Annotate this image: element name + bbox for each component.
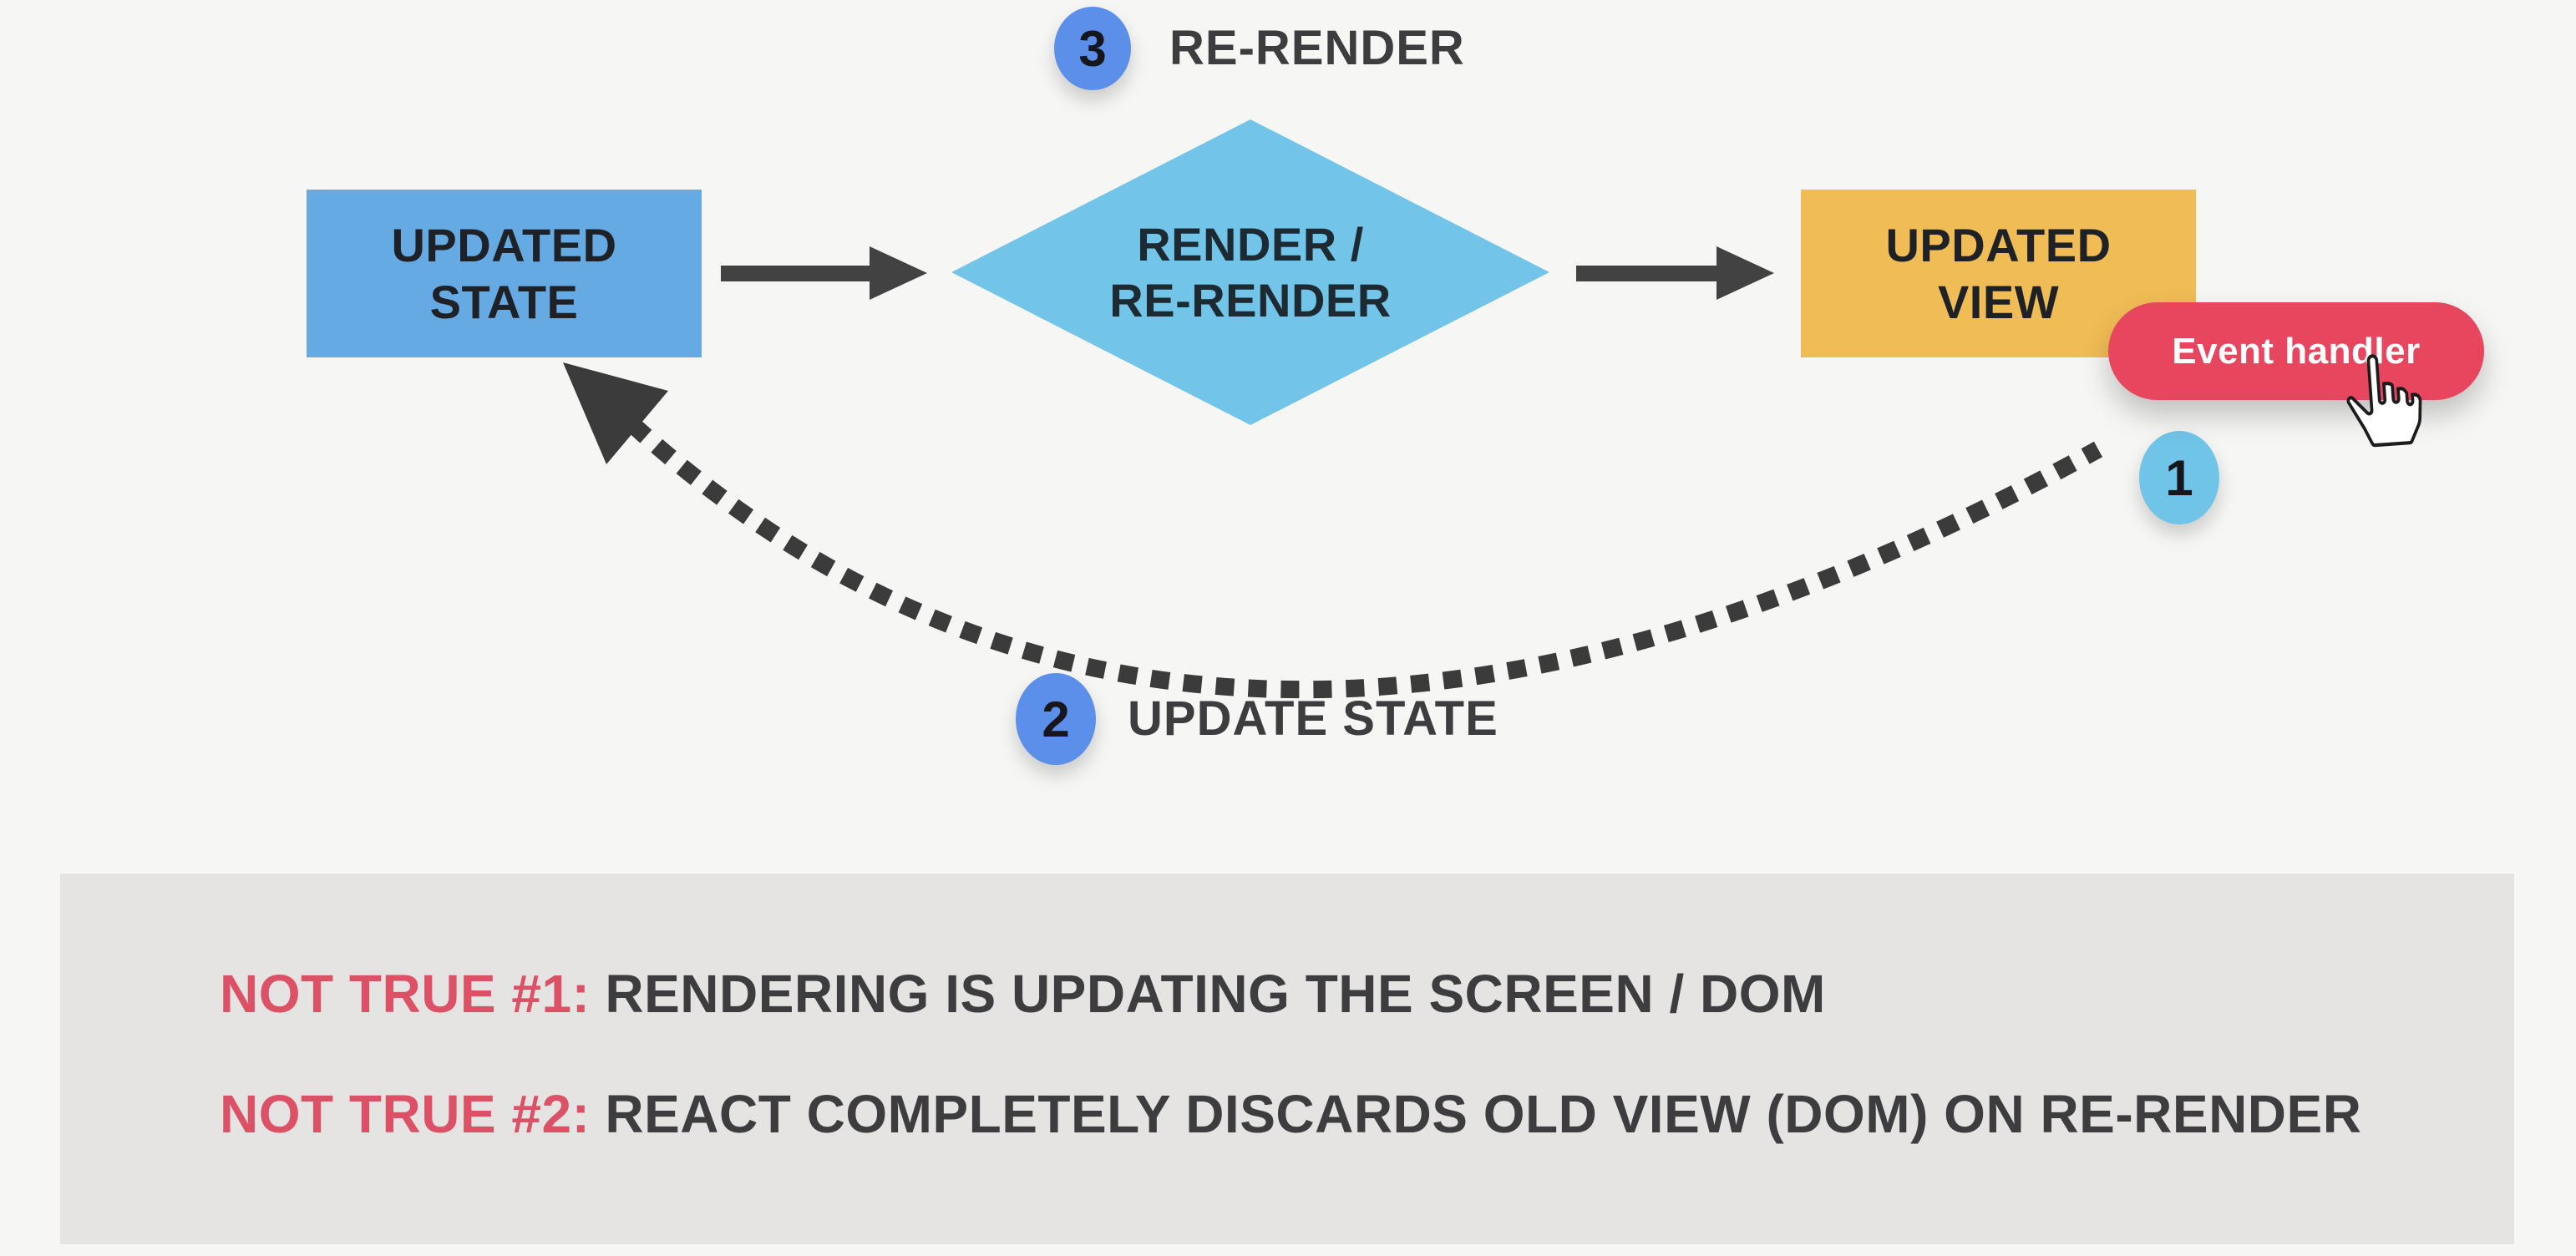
step-3-label: RE-RENDER <box>1169 21 1465 75</box>
event-handler-button[interactable]: Event handler <box>2108 302 2484 400</box>
arrow-render-to-view <box>1576 246 1774 300</box>
updated-state-node: UPDATED STATE <box>307 190 702 357</box>
pointer-hand-icon <box>2346 354 2422 448</box>
dotted-update-state-arrow <box>563 362 2103 699</box>
event-handler-label: Event handler <box>2172 330 2421 372</box>
notes-panel <box>60 874 2514 1244</box>
step-3-badge: 3 <box>1054 7 1131 90</box>
step-2-label: UPDATE STATE <box>1128 691 1498 746</box>
note-2: NOT TRUE #2:REACT COMPLETELY DISCARDS OL… <box>220 1085 2361 1143</box>
note-2-prefix: NOT TRUE #2: <box>220 1084 591 1144</box>
note-1: NOT TRUE #1:RENDERING IS UPDATING THE SC… <box>220 965 1826 1023</box>
render-diamond-line2: RE-RENDER <box>1109 274 1392 327</box>
updated-view-line1: UPDATED <box>1885 219 2112 272</box>
render-diamond-node: RENDER / RE-RENDER <box>951 119 1549 425</box>
step-1-badge: 1 <box>2139 431 2219 524</box>
updated-state-line2: STATE <box>429 275 579 328</box>
step-1-number: 1 <box>2165 449 2193 506</box>
note-2-text: REACT COMPLETELY DISCARDS OLD VIEW (DOM)… <box>605 1084 2362 1144</box>
step-3-number: 3 <box>1078 20 1107 77</box>
note-1-text: RENDERING IS UPDATING THE SCREEN / DOM <box>605 964 1826 1024</box>
step-2-number: 2 <box>1042 691 1070 747</box>
step-2-badge: 2 <box>1016 673 1096 765</box>
render-diamond-line1: RENDER / <box>1137 217 1364 271</box>
updated-view-line2: VIEW <box>1937 275 2060 328</box>
updated-state-line1: UPDATED <box>391 219 617 272</box>
note-1-prefix: NOT TRUE #1: <box>220 964 591 1024</box>
arrow-state-to-render <box>721 246 927 300</box>
